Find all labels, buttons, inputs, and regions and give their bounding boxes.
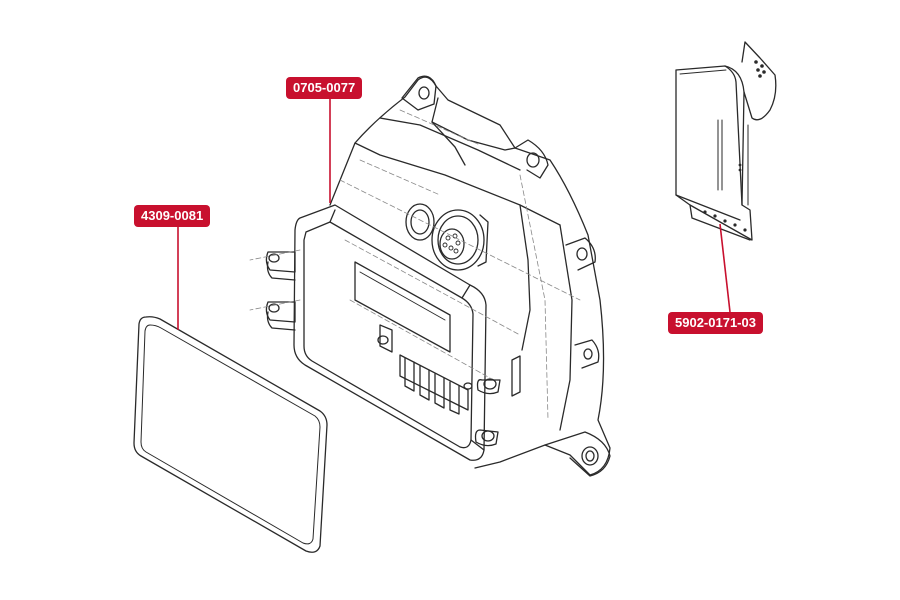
housing-drawing	[265, 75, 611, 477]
gasket-drawing	[133, 316, 328, 553]
part-label-bracket: 5902-0171-03	[668, 312, 763, 334]
part-label-housing: 0705-0077	[286, 77, 363, 99]
leader-line-bracket	[719, 223, 731, 313]
bracket-drawing	[675, 41, 777, 241]
hidden-lines	[249, 109, 581, 421]
part-label-gasket: 4309-0081	[134, 205, 211, 227]
leader-lines	[177, 99, 731, 330]
